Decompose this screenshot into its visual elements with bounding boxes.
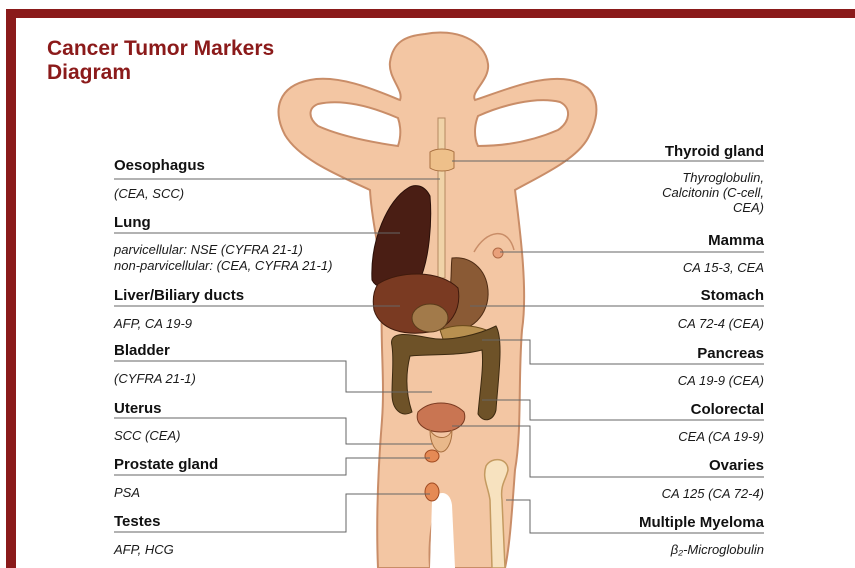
marker-colorectal: CEA (CA 19-9) [678,429,764,444]
marker-myeloma: β₂-Microglobulin [671,542,764,557]
organ-label-testes: Testes [114,513,160,530]
marker-lung-1: parvicellular: NSE (CYFRA 21-1) [114,242,303,257]
thyroid-gland [430,149,454,171]
marker-thyroid-3: CEA) [733,200,764,215]
esophagus [438,118,445,278]
diagram-title: Cancer Tumor Markers Diagram [47,37,274,85]
organ-label-ovaries: Ovaries [709,457,764,474]
testes [425,483,439,501]
mamma-nipple [493,248,503,258]
marker-prostate: PSA [114,485,140,500]
marker-liver: AFP, CA 19-9 [114,316,192,331]
marker-stomach: CA 72-4 (CEA) [678,316,764,331]
marker-thyroid-1: Thyroglobulin, [682,170,764,185]
marker-lung-2: non-parvicellular: (CEA, CYFRA 21-1) [114,258,332,273]
organ-label-lung: Lung [114,214,151,231]
marker-thyroid-2: Calcitonin (C-cell, [662,185,764,200]
organ-label-uterus: Uterus [114,400,162,417]
organ-label-pancreas: Pancreas [697,345,764,362]
organ-label-oesophagus: Oesophagus [114,157,205,174]
marker-bladder: (CYFRA 21-1) [114,371,196,386]
organ-label-liver: Liver/Biliary ducts [114,287,244,304]
leg-gap [430,493,455,568]
marker-ovaries: CA 125 (CA 72-4) [662,486,764,501]
prostate-gland [425,450,439,462]
marker-uterus: SCC (CEA) [114,428,180,443]
organ-label-bladder: Bladder [114,342,170,359]
organ-label-thyroid: Thyroid gland [665,143,764,160]
gallbladder [412,304,448,332]
organ-label-myeloma: Multiple Myeloma [639,514,764,531]
marker-testes: AFP, HCG [114,542,174,557]
organ-label-prostate: Prostate gland [114,456,218,473]
organ-label-colorectal: Colorectal [691,401,764,418]
marker-mamma: CA 15-3, CEA [683,260,764,275]
marker-pancreas: CA 19-9 (CEA) [678,373,764,388]
uterus [417,403,465,432]
marker-oesophagus: (CEA, SCC) [114,186,184,201]
organ-label-stomach: Stomach [701,287,764,304]
organ-label-mamma: Mamma [708,232,764,249]
